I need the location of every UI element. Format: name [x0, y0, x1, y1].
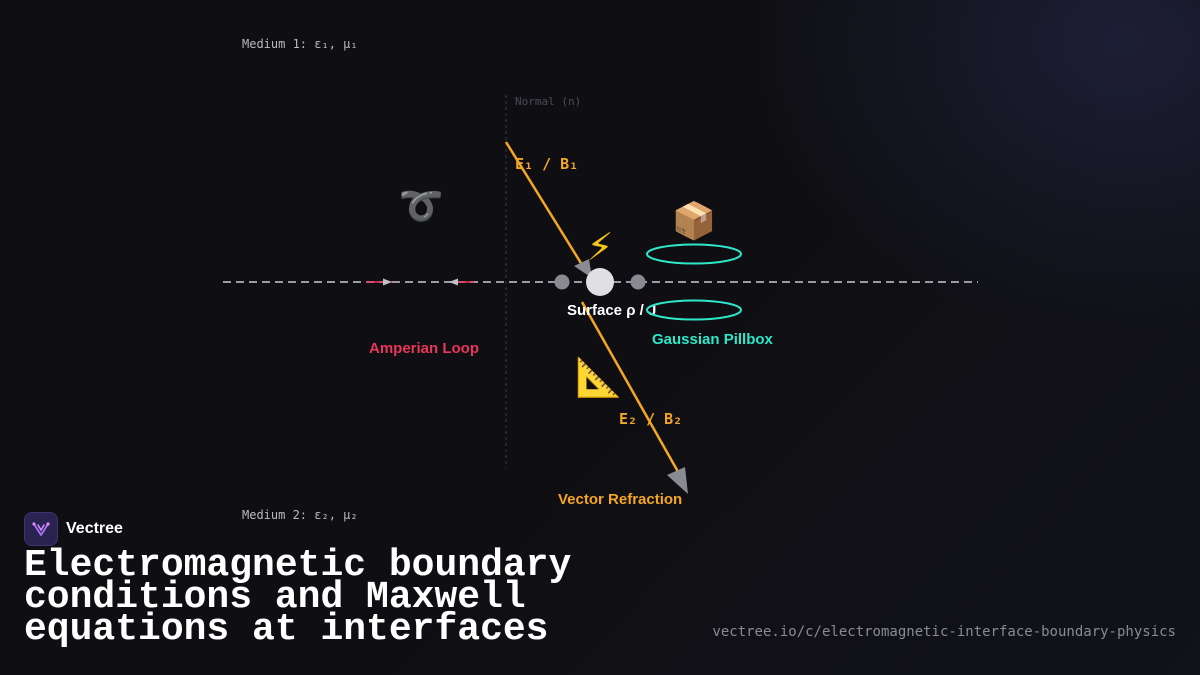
amperian-loop-arrows [366, 278, 474, 286]
refracted-vector [580, 301, 683, 478]
gaussian-label: Gaussian Pillbox [652, 331, 774, 348]
incident-vector [504, 141, 586, 269]
refraction-label: Vector Refraction [558, 491, 682, 508]
refracted-label: E₂ / B₂ [619, 410, 682, 428]
source-url: vectree.io/c/electromagnetic-interface-b… [712, 624, 1176, 640]
brand-name: Vectree [66, 520, 123, 537]
medium2-label: Medium 2: ε₂, μ₂ [242, 508, 358, 522]
incident-arrowhead [574, 259, 592, 278]
page-title: Electromagnetic boundary conditions and … [24, 544, 572, 651]
incident-label: E₁ / B₁ [515, 155, 578, 173]
box-icon: 📦 [672, 200, 717, 242]
normal-label: Normal (n) [515, 95, 581, 108]
vectree-logo-icon [24, 512, 58, 546]
surface-node-left [554, 274, 570, 290]
lightning-icon: ⚡ [587, 225, 614, 269]
medium1-label: Medium 1: ε₁, μ₁ [242, 37, 358, 51]
loop-icon: ➰ [399, 186, 444, 227]
brand: Vectree [24, 512, 123, 546]
surface-label: Surface ρ / J [567, 302, 656, 319]
surface-node-center [586, 268, 614, 296]
refracted-arrowhead [667, 467, 688, 494]
pillbox-bottom [646, 299, 742, 321]
surface-node-right [630, 274, 646, 290]
pillbox-top [646, 243, 742, 265]
ruler-icon: 📐 [575, 355, 622, 399]
amperian-label: Amperian Loop [369, 340, 479, 357]
